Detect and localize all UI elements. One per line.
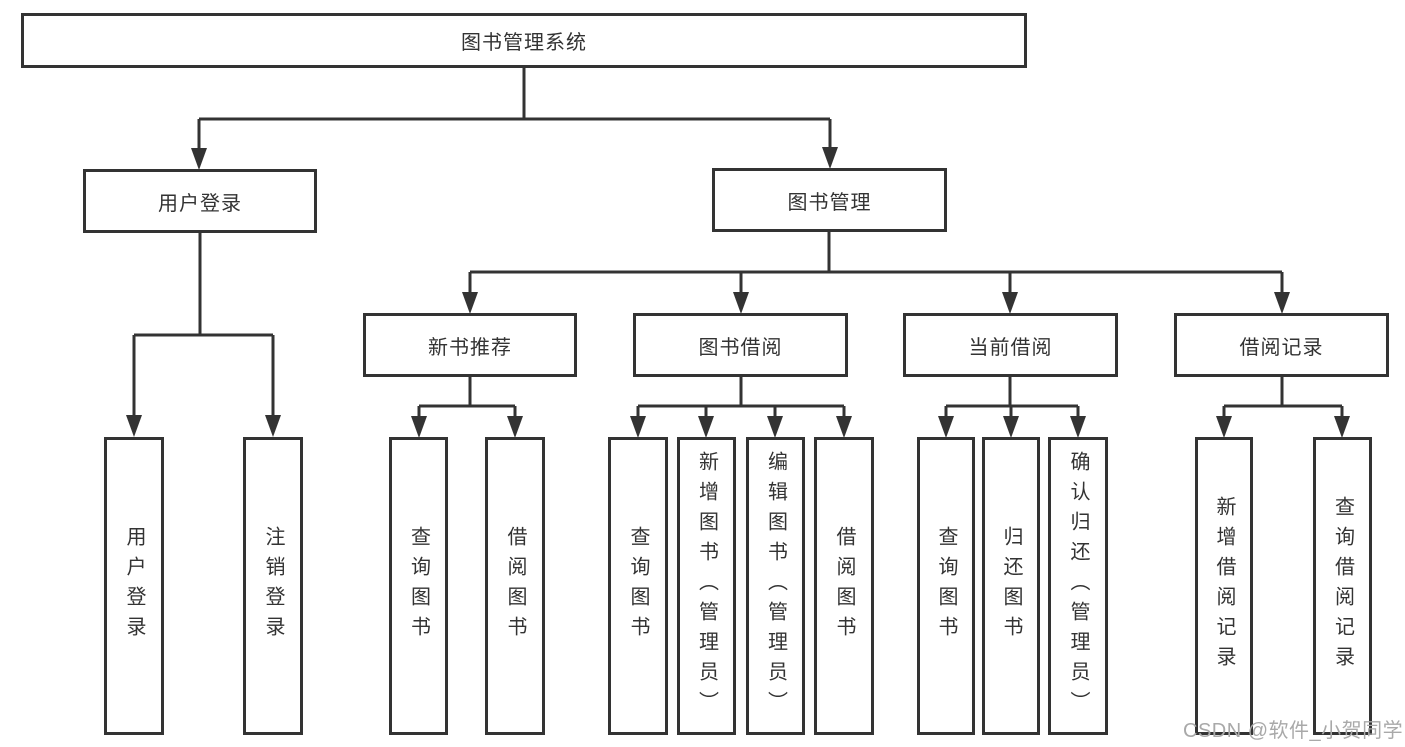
leaf-user-login: 用户登录 xyxy=(104,437,164,735)
node-user-login-label: 用户登录 xyxy=(158,192,242,215)
node-root: 图书管理系统 xyxy=(21,13,1027,68)
node-current-borrow-label: 当前借阅 xyxy=(968,336,1053,359)
leaf-return-book-label: 归还图书 xyxy=(1000,526,1022,646)
leaf-return-book: 归还图书 xyxy=(982,437,1040,735)
node-current-borrow: 当前借阅 xyxy=(903,313,1118,377)
node-new-book-recommend: 新书推荐 xyxy=(363,313,577,377)
node-new-book-recommend-label: 新书推荐 xyxy=(428,336,512,359)
node-book-borrow: 图书借阅 xyxy=(633,313,848,377)
leaf-query-book-borrow: 查询图书 xyxy=(608,437,668,735)
leaf-confirm-return-admin-label: 确认归还（管理员） xyxy=(1067,451,1089,721)
node-user-login: 用户登录 xyxy=(83,169,317,233)
leaf-query-book-recommend-label: 查询图书 xyxy=(407,526,430,646)
node-book-borrow-label: 图书借阅 xyxy=(698,336,783,359)
leaf-edit-book-admin-label: 编辑图书（管理员） xyxy=(764,451,787,721)
leaf-logout-label: 注销登录 xyxy=(262,526,284,646)
leaf-borrow-book-recommend: 借阅图书 xyxy=(485,437,545,735)
leaf-user-login-label: 用户登录 xyxy=(123,526,145,646)
leaf-add-book-admin: 新增图书（管理员） xyxy=(677,437,736,735)
leaf-add-book-admin-label: 新增图书（管理员） xyxy=(695,451,718,721)
watermark: CSDN @软件_小贺同学 xyxy=(1183,720,1404,742)
leaf-query-book-current-label: 查询图书 xyxy=(935,526,957,646)
leaf-query-book-recommend: 查询图书 xyxy=(389,437,448,735)
leaf-borrow-book-label: 借阅图书 xyxy=(833,526,855,646)
node-book-management-label: 图书管理 xyxy=(787,191,872,214)
leaf-confirm-return-admin: 确认归还（管理员） xyxy=(1048,437,1108,735)
node-book-management: 图书管理 xyxy=(712,168,947,232)
node-root-label: 图书管理系统 xyxy=(461,32,587,54)
leaf-edit-book-admin: 编辑图书（管理员） xyxy=(746,437,805,735)
leaf-query-borrow-record: 查询借阅记录 xyxy=(1313,437,1372,735)
node-borrow-records-label: 借阅记录 xyxy=(1239,336,1324,359)
leaf-logout: 注销登录 xyxy=(243,437,303,735)
node-borrow-records: 借阅记录 xyxy=(1174,313,1389,377)
leaf-query-book-borrow-label: 查询图书 xyxy=(627,526,649,646)
leaf-add-borrow-record: 新增借阅记录 xyxy=(1195,437,1253,735)
leaf-add-borrow-record-label: 新增借阅记录 xyxy=(1213,496,1235,676)
leaf-query-book-current: 查询图书 xyxy=(917,437,975,735)
leaf-query-borrow-record-label: 查询借阅记录 xyxy=(1331,496,1354,676)
leaf-borrow-book: 借阅图书 xyxy=(814,437,874,735)
leaf-borrow-book-recommend-label: 借阅图书 xyxy=(504,526,526,646)
